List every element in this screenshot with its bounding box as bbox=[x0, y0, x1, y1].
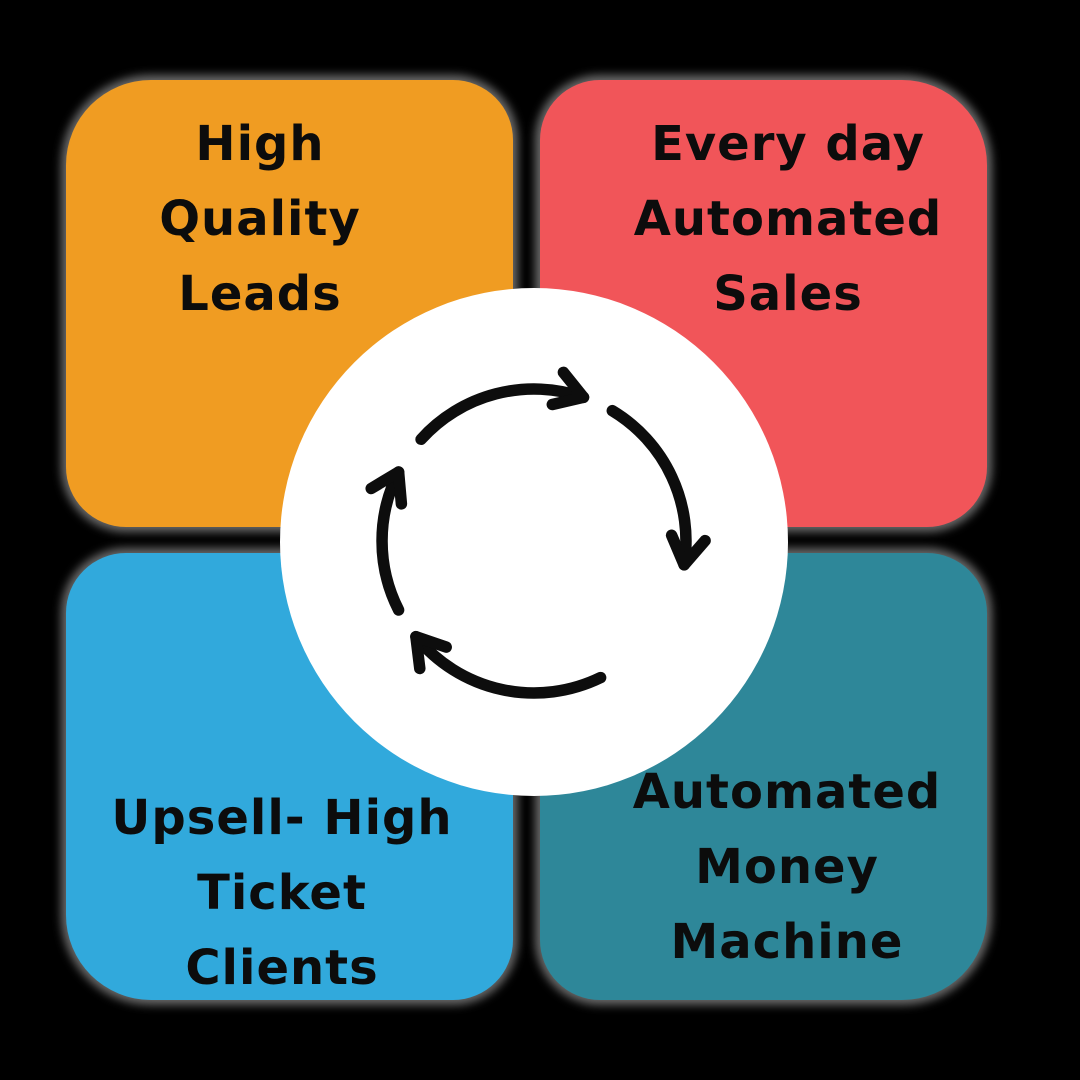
label-line: Money bbox=[695, 839, 879, 895]
label-line: Leads bbox=[178, 266, 342, 322]
label-line: High bbox=[195, 116, 325, 172]
label-line: Automated bbox=[632, 764, 942, 820]
quadrant-label: Upsell- High Ticket Clients bbox=[102, 781, 462, 1006]
label-line: Sales bbox=[713, 266, 863, 322]
label-line: Automated bbox=[633, 191, 943, 247]
label-line: Upsell- High bbox=[111, 790, 453, 846]
label-line: Machine bbox=[670, 914, 904, 970]
label-line: Ticket bbox=[197, 865, 367, 921]
quadrant-label: Every day Automated Sales bbox=[608, 107, 968, 332]
quadrant-high-quality-leads: High Quality Leads bbox=[66, 80, 513, 527]
quadrant-label: High Quality Leads bbox=[85, 107, 435, 332]
label-line: Every day bbox=[651, 116, 925, 172]
label-line: Quality bbox=[159, 191, 361, 247]
quadrant-label: Automated Money Machine bbox=[607, 755, 967, 980]
label-line: Clients bbox=[185, 940, 379, 996]
